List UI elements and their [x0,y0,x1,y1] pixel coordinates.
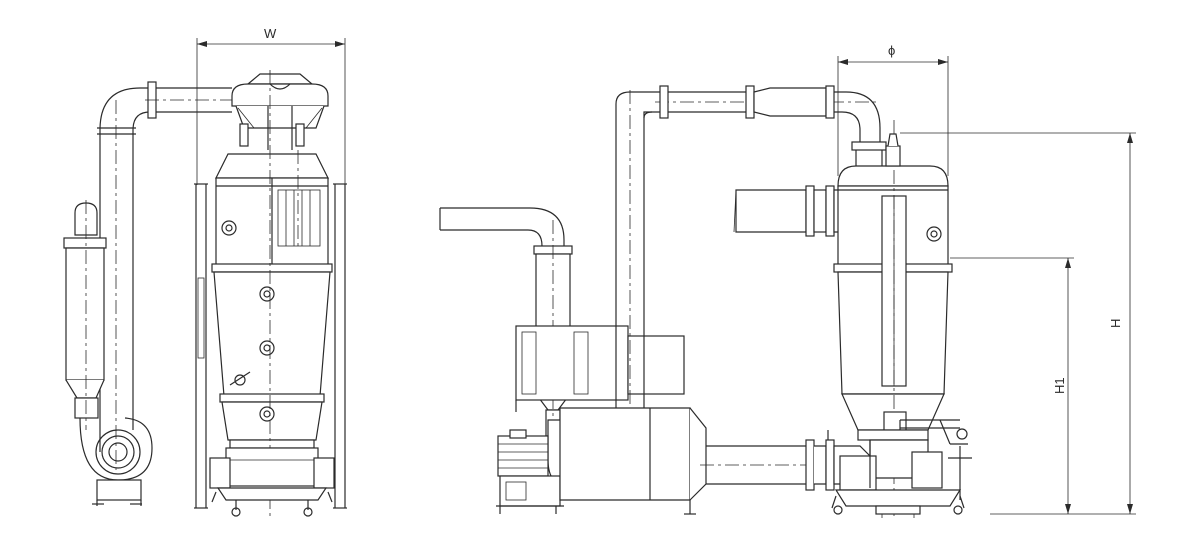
air-inlet-duct [439,207,565,248]
product-trolley [209,447,335,517]
diameter-dimension: ϕ [837,43,949,176]
height-dimensions: H H1 [900,132,1136,515]
top-duct [659,85,887,170]
exhaust-hood [231,73,329,150]
equipment-cabinet [515,325,685,412]
return-duct [97,81,232,470]
fan-housing [79,417,153,506]
dryer-tower [833,120,953,520]
silencer-column [63,200,107,430]
base-housing [559,407,707,515]
tower-body [211,70,333,520]
width-label: W [264,26,277,41]
vertical-duct [615,90,880,440]
height-label: H [1108,319,1123,328]
side-view: ϕ [439,43,1136,520]
tower-base [831,419,972,518]
height1-label: H1 [1052,377,1067,394]
front-view: W [63,26,347,520]
side-frame [194,183,347,509]
width-dimension: W [196,26,346,185]
diameter-label: ϕ [888,43,895,58]
